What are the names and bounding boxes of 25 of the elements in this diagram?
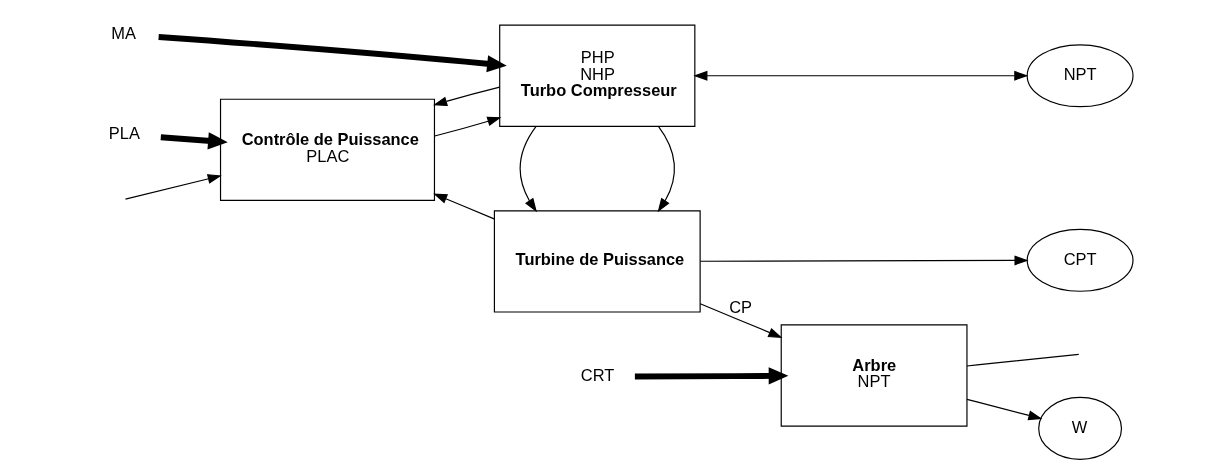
node-text: MA	[110, 23, 136, 42]
arrow	[124, 174, 222, 200]
arrow	[634, 367, 788, 385]
node-box: PHP NHP Turbo Compresseur	[498, 24, 695, 127]
arrow	[657, 125, 675, 213]
arrow	[160, 132, 228, 150]
node-ellipse: W	[1037, 396, 1122, 460]
arrow	[433, 116, 501, 137]
edge-label: CP	[728, 298, 752, 317]
arrow	[692, 70, 1028, 81]
arrow	[432, 193, 495, 220]
arrow	[432, 86, 500, 107]
node-text: CRT	[580, 366, 614, 385]
node-box: Arbre NPT	[780, 324, 968, 427]
node-box: Turbine de Puissance	[493, 210, 701, 313]
node-ellipse: CPT	[1026, 228, 1134, 292]
arrow	[699, 255, 1029, 266]
arrow	[965, 398, 1042, 421]
node-box: Contrôle de Puissance PLAC	[219, 98, 435, 201]
node-text: PLA	[108, 123, 140, 142]
connector	[965, 353, 1079, 367]
node-ellipse: NPT	[1026, 44, 1134, 108]
arrow	[699, 303, 782, 338]
arrow	[157, 34, 507, 73]
arrow	[519, 125, 537, 213]
